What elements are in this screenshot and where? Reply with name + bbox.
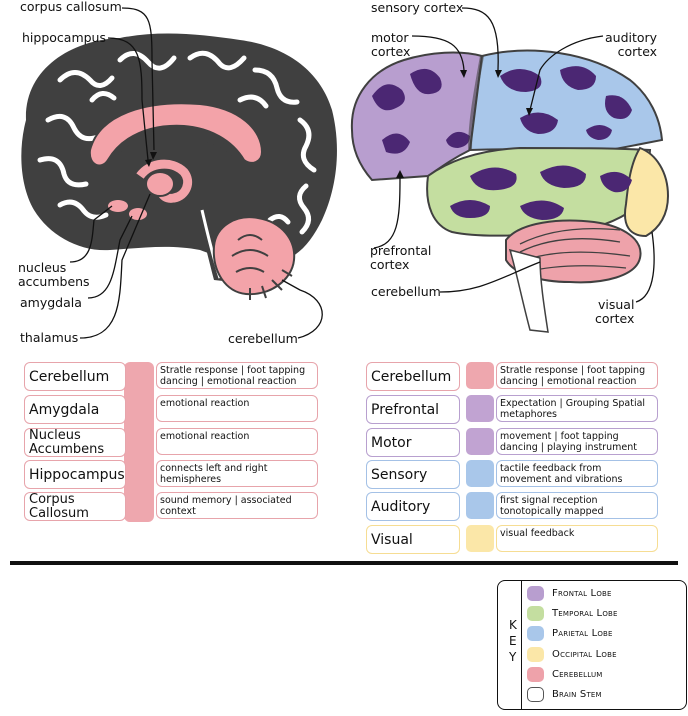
legend-swatch <box>527 605 544 621</box>
legend-item-frontal: Frontal Lobe <box>527 585 612 601</box>
left-table-color-bar <box>124 362 154 522</box>
thalamus-shape <box>145 171 175 197</box>
legend-letter-y: Y <box>509 650 517 664</box>
region-color-cell <box>466 492 494 519</box>
parietal-lobe-shape <box>468 49 664 152</box>
region-description: Expectation | Grouping Spatial metaphore… <box>496 395 658 422</box>
label-cerebellum-left: cerebellum <box>228 331 298 346</box>
structure-description: sound memory | associated context <box>156 492 318 519</box>
left-cerebellum-shape <box>212 216 296 296</box>
structure-name: Corpus Callosum <box>24 492 126 521</box>
legend-label: Parietal Lobe <box>552 627 613 639</box>
legend-letter-e: E <box>509 634 517 648</box>
region-color-cell <box>466 525 494 552</box>
legend-label: Temporal Lobe <box>552 607 618 619</box>
region-color-cell <box>466 362 494 389</box>
label-motor-cortex: motor cortex <box>371 30 411 59</box>
section-divider <box>10 561 678 565</box>
legend-separator <box>521 580 522 709</box>
legend-label: Frontal Lobe <box>552 587 612 599</box>
legend-item-parietal: Parietal Lobe <box>527 625 613 641</box>
left-cortex-shape <box>21 33 337 264</box>
region-color-cell <box>466 428 494 455</box>
label-nucleus-accumbens: nucleus accumbens <box>18 260 90 289</box>
legend-swatch <box>527 585 544 601</box>
region-description: visual feedback <box>496 525 658 552</box>
legend-swatch <box>527 625 544 641</box>
legend-item-temporal: Temporal Lobe <box>527 605 618 621</box>
legend-letter-k: K <box>509 618 517 632</box>
legend-swatch <box>527 646 544 662</box>
structure-name: Amygdala <box>24 395 126 424</box>
label-cerebellum-right: cerebellum <box>371 284 441 299</box>
right-gyri-pattern <box>372 66 632 220</box>
region-color-cell <box>466 395 494 422</box>
structure-name: Hippocampus <box>24 460 126 489</box>
structure-description: Stratle response | foot tapping dancing … <box>156 362 318 389</box>
region-name: Motor <box>366 428 460 457</box>
label-prefrontal-cortex: prefrontal cortex <box>370 243 432 272</box>
region-name: Sensory <box>366 460 460 489</box>
region-name: Cerebellum <box>366 362 460 391</box>
label-sensory-cortex: sensory cortex <box>371 0 464 15</box>
structure-description: emotional reaction <box>156 395 318 422</box>
legend-label: Occipital Lobe <box>552 648 617 660</box>
nucleus-accumbens-shape <box>108 200 128 212</box>
legend-item-occipital: Occipital Lobe <box>527 646 617 662</box>
lateral-brain-illustration <box>350 7 670 333</box>
region-name: Prefrontal <box>366 395 460 424</box>
label-hippocampus: hippocampus <box>22 30 106 45</box>
corpus-callosum-shape <box>88 102 264 167</box>
region-description: tactile feedback from movement and vibra… <box>496 460 658 487</box>
legend-label: Brain Stem <box>552 688 602 700</box>
legend-item-brainstem: Brain Stem <box>527 686 602 702</box>
structure-description: emotional reaction <box>156 428 318 455</box>
structure-name: Nucleus Accumbens <box>24 428 126 457</box>
region-name: Auditory <box>366 492 460 521</box>
label-thalamus: thalamus <box>20 330 79 345</box>
label-corpus-callosum: corpus callosum <box>20 0 122 14</box>
sagittal-brain-illustration <box>21 7 337 339</box>
label-amygdala: amygdala <box>20 295 82 310</box>
label-visual-cortex: visual cortex <box>595 297 635 326</box>
legend-label: Cerebellum <box>552 668 603 680</box>
label-auditory-cortex: auditory cortex <box>605 30 658 59</box>
legend-swatch <box>527 666 544 682</box>
structure-name: Cerebellum <box>24 362 126 391</box>
region-description: first signal reception tonotopically map… <box>496 492 658 519</box>
structure-description: connects left and right hemispheres <box>156 460 318 487</box>
region-name: Visual <box>366 525 460 554</box>
region-description: movement | foot tapping dancing | playin… <box>496 428 658 455</box>
legend-swatch <box>527 686 544 702</box>
region-color-cell <box>466 460 494 487</box>
region-description: Stratle response | foot tapping dancing … <box>496 362 658 389</box>
legend-item-cerebellum: Cerebellum <box>527 666 603 682</box>
